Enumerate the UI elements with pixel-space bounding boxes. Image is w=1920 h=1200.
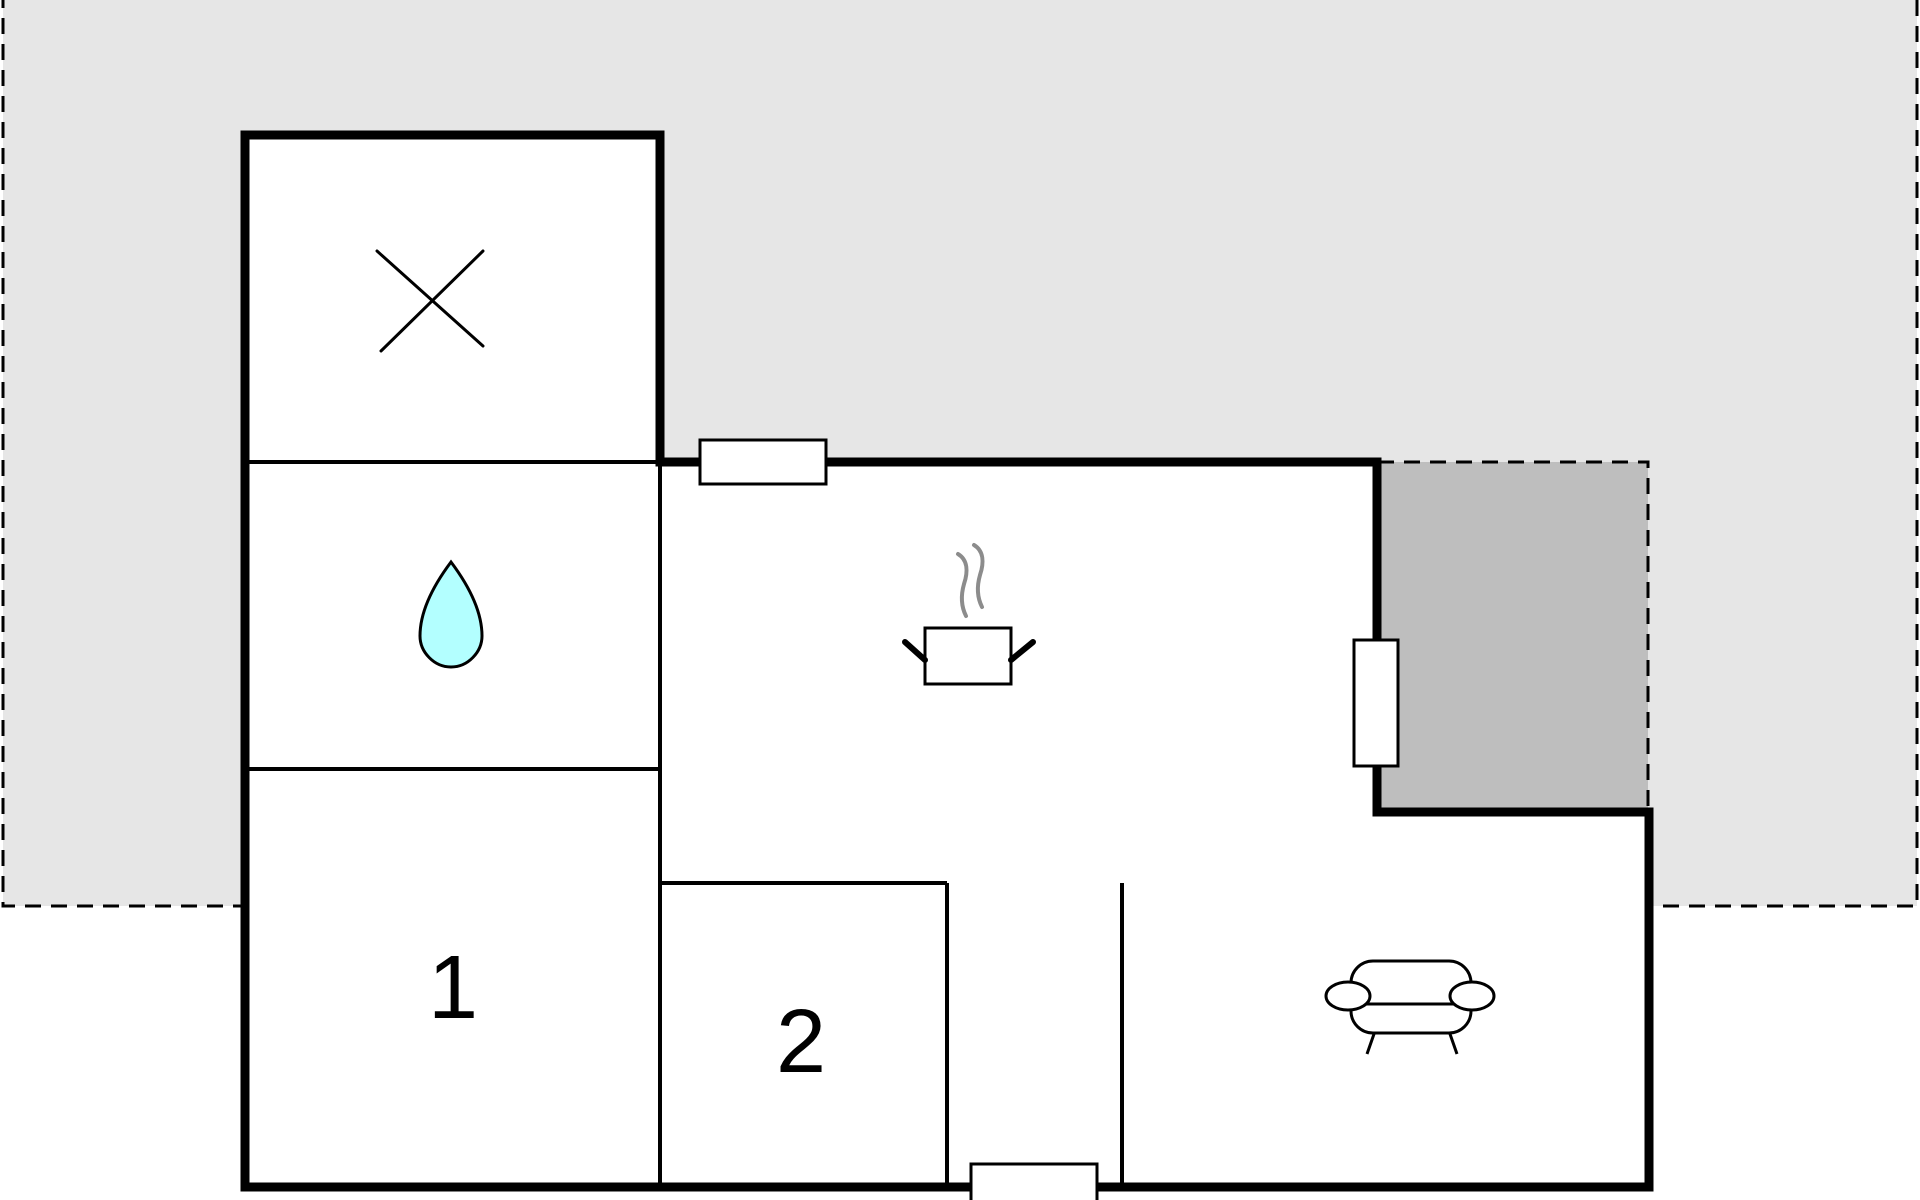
exterior-walls (240, 130, 1654, 1192)
water-drop-icon (418, 559, 484, 669)
interior-walls (245, 460, 1124, 1187)
window-kitchen (698, 438, 828, 486)
entrance-door (969, 1162, 1099, 1200)
bedroom-2-label: 2 (776, 992, 826, 1092)
cooking-pot-icon (902, 543, 1036, 686)
bedroom-1-label: 1 (428, 938, 478, 1038)
terrace-area (1376, 460, 1650, 814)
sofa-icon (1324, 959, 1496, 1055)
window-terrace-door (1352, 638, 1400, 768)
cross-icon (375, 249, 485, 353)
